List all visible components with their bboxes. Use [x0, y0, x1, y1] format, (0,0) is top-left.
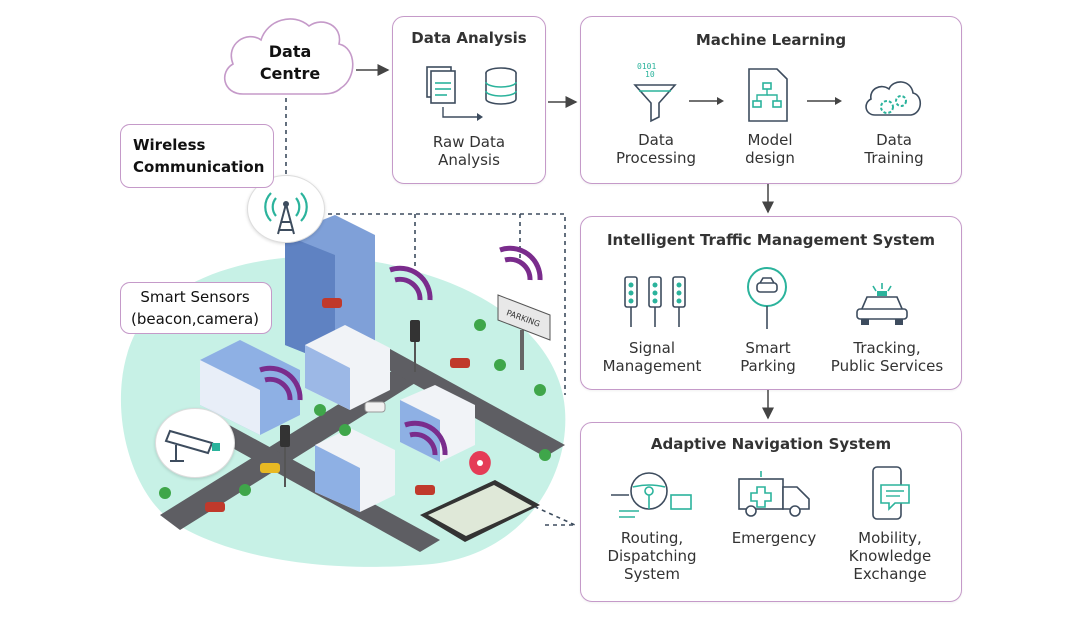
smartphone-map-icon — [420, 451, 540, 542]
funnel-binary-icon: 0101 10 — [633, 62, 677, 123]
data-analysis-box: Data Analysis Raw Data Analysis — [392, 16, 546, 184]
data-centre-cloud-shape — [223, 18, 354, 95]
wireless-callout — [120, 124, 274, 188]
sensors-label: Smart Sensors (beacon,camera) — [131, 288, 259, 328]
antenna-tower-icon — [247, 175, 325, 243]
traffic-light-icons — [280, 320, 420, 487]
smart-parking-label: Smart Parking — [740, 339, 796, 375]
smart-city-illustration: PARKING — [120, 215, 566, 567]
ml-arrow-1 — [689, 97, 724, 105]
ans-title: Adaptive Navigation System — [650, 435, 892, 453]
svg-text:10: 10 — [645, 70, 655, 79]
ml-arrow-2 — [807, 97, 842, 105]
security-camera-icon — [155, 408, 235, 478]
document-hierarchy-icon — [748, 68, 788, 122]
emergency-label: Emergency — [731, 529, 817, 547]
traffic-light-icon — [624, 276, 686, 327]
data-centre-label: Data Centre — [259, 42, 321, 83]
data-training-label: Data Training — [864, 131, 924, 167]
data-processing-label: Data Processing — [615, 131, 697, 167]
city-trees — [159, 319, 551, 499]
machine-learning-box: Machine Learning 0101 10 Data Processing… — [580, 16, 962, 184]
wireless-label: Wireless Communication — [133, 136, 265, 176]
city-cars — [205, 298, 470, 512]
itms-title: Intelligent Traffic Management System — [606, 231, 936, 249]
itms-box: Intelligent Traffic Management System Si… — [580, 216, 962, 390]
mobility-knowledge-label: Mobility, Knowledge Exchange — [848, 529, 932, 583]
routing-dispatching-label: Routing, Dispatching System — [607, 529, 697, 583]
wifi-signal-icons — [259, 245, 543, 456]
svg-text:0101: 0101 — [637, 62, 656, 71]
machine-learning-title: Machine Learning — [695, 31, 847, 49]
phone-chat-icon — [872, 466, 910, 520]
parking-billboard: PARKING — [497, 294, 551, 370]
model-design-label: Model design — [745, 131, 795, 167]
ambulance-icon — [738, 471, 810, 517]
steering-routing-icon — [611, 472, 692, 518]
parking-sign-icon — [747, 267, 787, 329]
city-buildings — [200, 215, 475, 512]
ans-box: Adaptive Navigation System Routing, Disp… — [580, 422, 962, 602]
raw-data-analysis-label: Raw Data Analysis — [432, 133, 506, 169]
sensors-callout — [120, 282, 272, 334]
tracking-public-services-label: Tracking, Public Services — [830, 339, 944, 375]
cloud-gears-icon — [865, 81, 922, 116]
signal-management-label: Signal Management — [602, 339, 702, 375]
document-database-icon — [426, 66, 517, 121]
data-analysis-title: Data Analysis — [411, 29, 527, 47]
police-car-icon — [856, 283, 908, 325]
